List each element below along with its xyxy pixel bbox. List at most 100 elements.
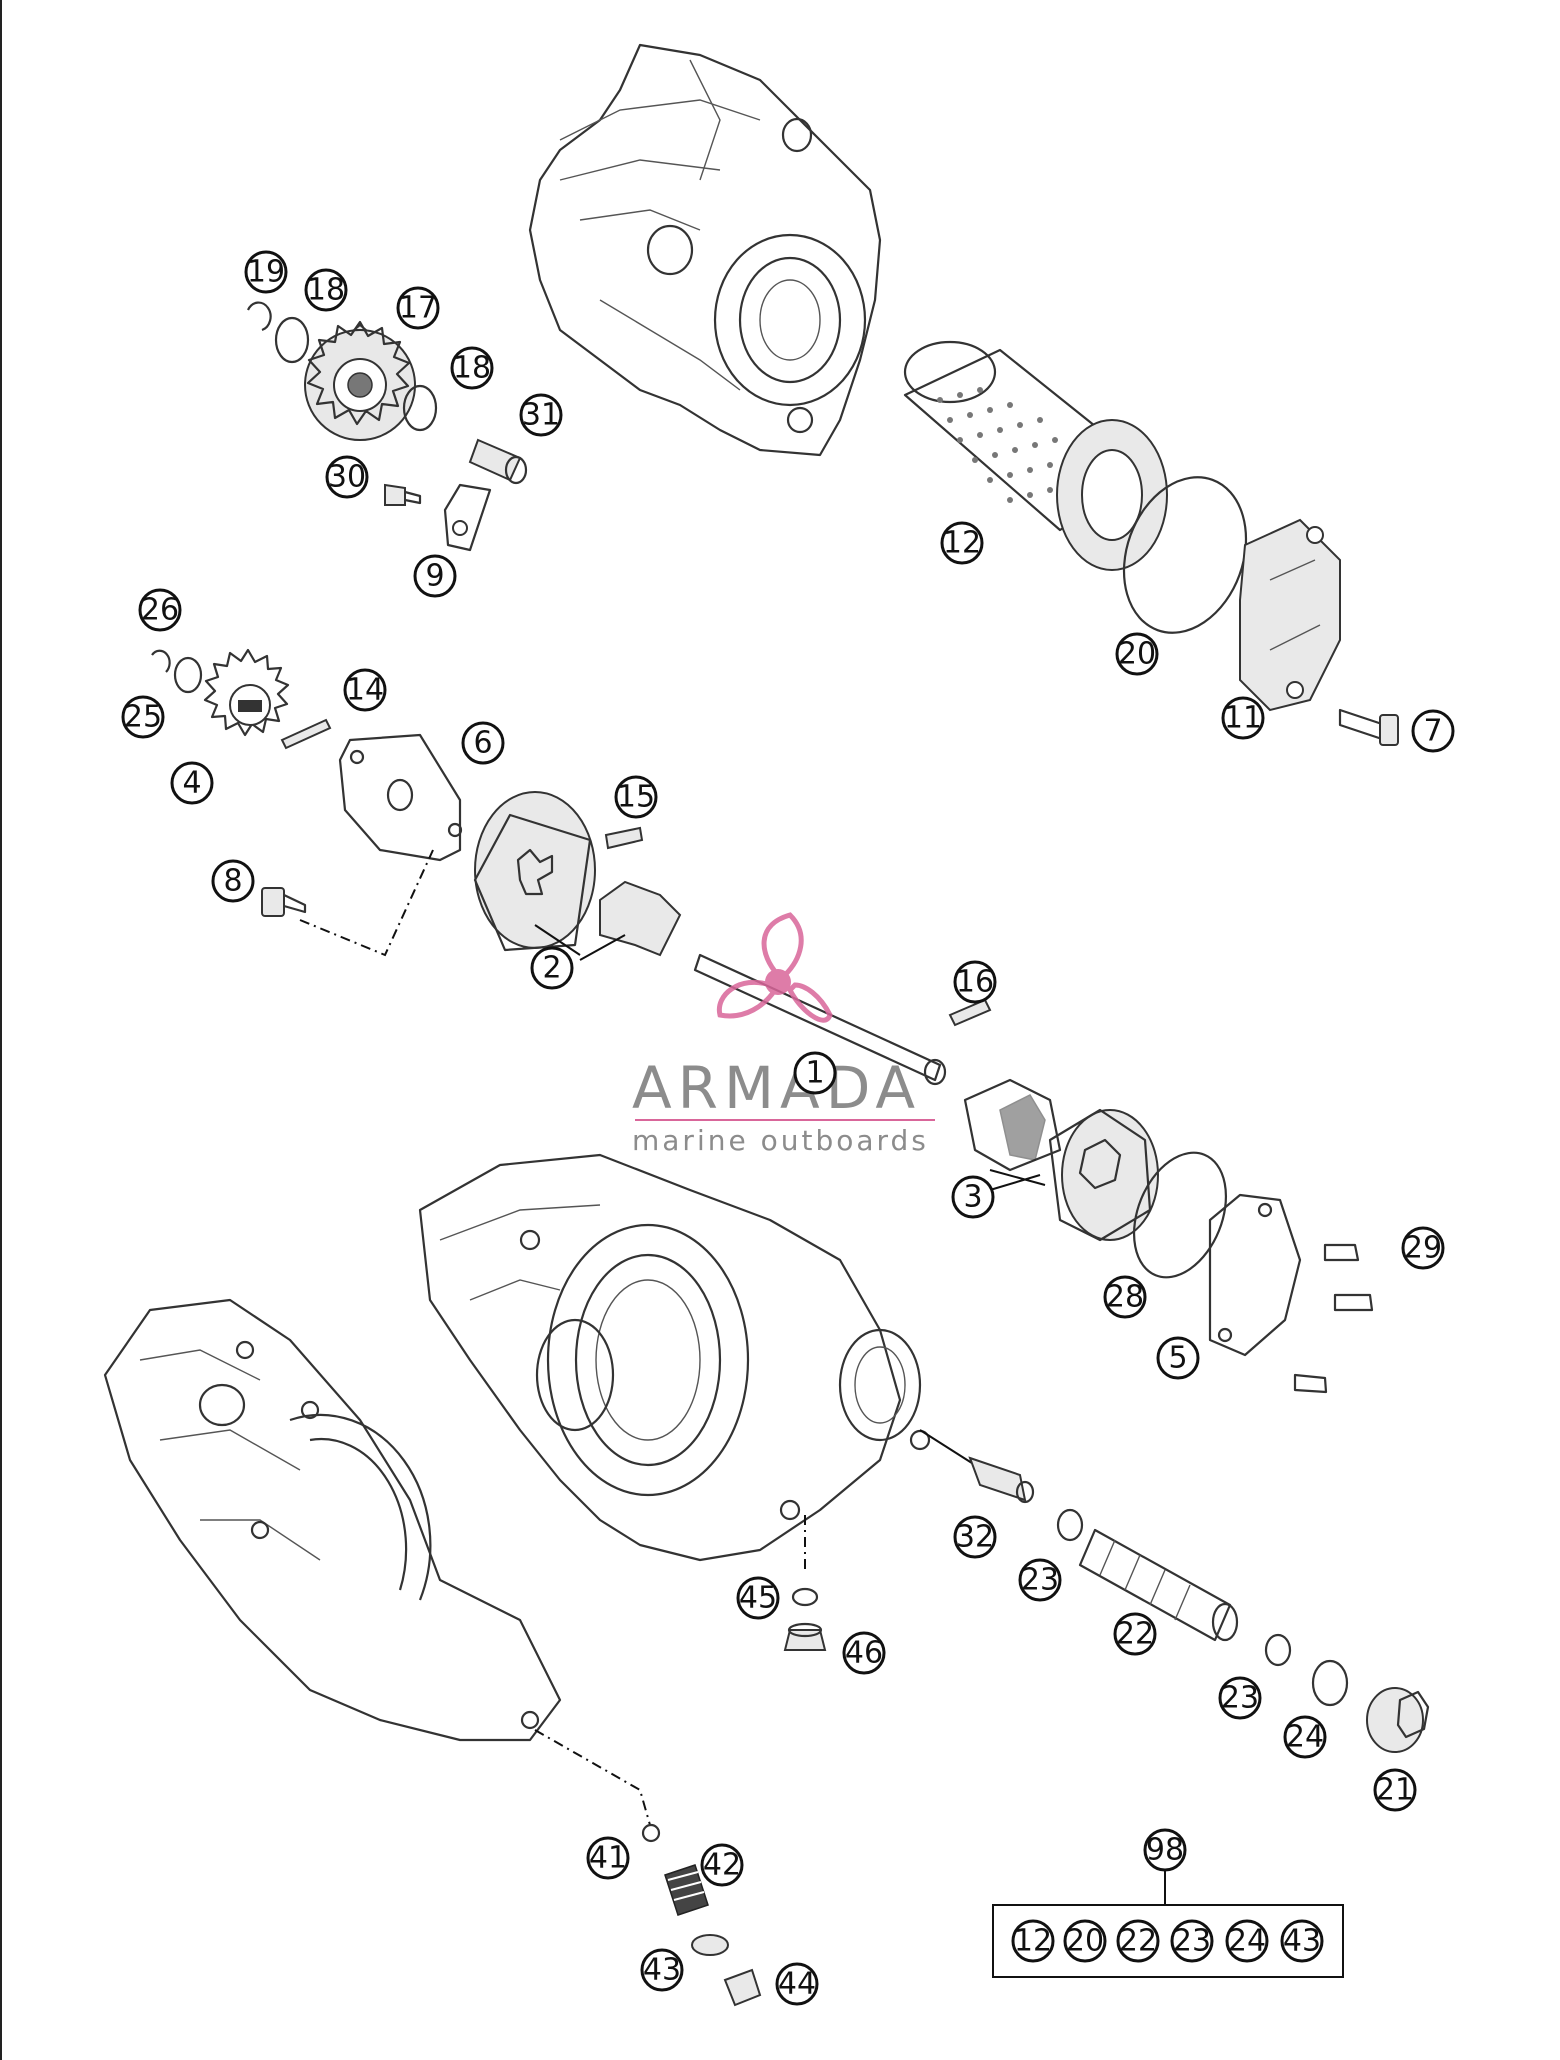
svg-text:43: 43	[643, 1953, 681, 1988]
svg-text:24: 24	[1228, 1924, 1266, 1959]
svg-text:12: 12	[1014, 1924, 1052, 1959]
svg-text:46: 46	[845, 1636, 883, 1671]
pump-cover-5	[1208, 1193, 1302, 1357]
pin-31	[468, 438, 528, 485]
callout-43: 43	[640, 1948, 684, 1992]
callout-45: 45	[736, 1576, 780, 1620]
svg-text:44: 44	[778, 1967, 816, 2002]
pump-gear-4	[203, 648, 290, 737]
callout-16: 16	[953, 960, 997, 1004]
callout-6: 6	[461, 721, 505, 765]
svg-text:22: 22	[1119, 1924, 1157, 1959]
svg-text:42: 42	[703, 1848, 741, 1883]
propeller-logo	[716, 912, 833, 1023]
callout-3: 3	[951, 1175, 995, 1219]
circlip-26	[151, 649, 171, 673]
svg-text:1: 1	[805, 1056, 824, 1091]
kit-item-24: 24	[1225, 1919, 1269, 1963]
callout-14: 14	[343, 668, 387, 712]
callout-8: 8	[211, 859, 255, 903]
svg-text:3: 3	[963, 1180, 982, 1215]
callout-18-top: 18	[304, 268, 348, 312]
oil-filter	[903, 340, 1168, 571]
svg-text:45: 45	[739, 1581, 777, 1616]
watermark-tagline: marine outboards	[632, 1124, 929, 1157]
svg-text:28: 28	[1106, 1280, 1144, 1315]
leader-8-6	[299, 849, 434, 957]
watermark-brand: ARMADA	[632, 1054, 921, 1122]
svg-text:20: 20	[1066, 1924, 1104, 1959]
callout-2: 2	[530, 946, 574, 990]
svg-text:2: 2	[542, 951, 561, 986]
screw-plug-21	[1366, 1687, 1430, 1753]
callout-26: 26	[138, 588, 182, 632]
pump-shaft-1	[693, 953, 947, 1086]
top-crankcase-housing	[528, 43, 882, 457]
callout-18-mid: 18	[450, 346, 494, 390]
svg-text:15: 15	[617, 780, 655, 815]
middle-crankcase	[418, 1153, 931, 1562]
svg-text:7: 7	[1423, 714, 1442, 749]
callout-9: 9	[413, 554, 457, 598]
callout-31: 31	[519, 393, 563, 437]
svg-text:32: 32	[956, 1520, 994, 1555]
washer-18-left	[274, 316, 310, 364]
callout-32: 32	[953, 1515, 997, 1559]
oil-screen-22	[1078, 1528, 1239, 1642]
spring-42	[664, 1864, 709, 1916]
svg-text:21: 21	[1376, 1773, 1414, 1808]
callout-30: 30	[325, 455, 369, 499]
svg-text:31: 31	[522, 398, 560, 433]
svg-text:18: 18	[307, 273, 345, 308]
ball-41	[641, 1823, 661, 1843]
svg-text:23: 23	[1021, 1563, 1059, 1598]
o-ring-23-lower	[1264, 1633, 1292, 1667]
callout-11: 11	[1221, 696, 1265, 740]
callout-46: 46	[842, 1631, 886, 1675]
svg-text:41: 41	[589, 1841, 627, 1876]
callout-23-lower: 23	[1218, 1676, 1262, 1720]
bolts-29	[1293, 1243, 1374, 1394]
pump-rotor-2	[473, 791, 596, 952]
pump-cover-6	[338, 733, 463, 862]
svg-text:25: 25	[124, 700, 162, 735]
svg-text:11: 11	[1224, 701, 1262, 736]
callout-4: 4	[170, 761, 214, 805]
svg-text:5: 5	[1168, 1341, 1187, 1376]
circlip-19	[246, 301, 272, 332]
svg-text:26: 26	[141, 593, 179, 628]
svg-text:4: 4	[182, 766, 201, 801]
callout-98: 98	[1143, 1828, 1187, 1872]
washer-43	[691, 1934, 729, 1956]
svg-text:6: 6	[473, 726, 492, 761]
o-ring-23-upper	[1056, 1508, 1084, 1542]
washer-18-right	[402, 384, 438, 432]
svg-text:24: 24	[1286, 1720, 1324, 1755]
callout-44: 44	[775, 1962, 819, 2006]
callout-42: 42	[700, 1843, 744, 1887]
svg-text:22: 22	[1116, 1617, 1154, 1652]
callout-5: 5	[1156, 1336, 1200, 1380]
callout-22: 22	[1113, 1612, 1157, 1656]
callout-15: 15	[614, 775, 658, 819]
callout-28: 28	[1103, 1275, 1147, 1319]
callout-17: 17	[396, 286, 440, 330]
svg-text:43: 43	[1283, 1924, 1321, 1959]
callout-12: 12	[940, 521, 984, 565]
watermark: ARMADA marine outboards	[632, 912, 935, 1157]
kit-item-43: 43	[1280, 1919, 1324, 1963]
left-crankcase	[103, 1298, 562, 1742]
svg-text:19: 19	[247, 255, 285, 290]
callout-20: 20	[1115, 632, 1159, 676]
svg-text:20: 20	[1118, 637, 1156, 672]
svg-text:8: 8	[223, 864, 242, 899]
callout-25: 25	[121, 695, 165, 739]
drive-gear-17	[304, 320, 416, 441]
pin-16	[948, 998, 992, 1027]
callout-41: 41	[586, 1836, 630, 1880]
pressure-valve-32	[919, 1429, 1035, 1504]
filter-cover-screw	[1338, 708, 1399, 746]
svg-text:12: 12	[943, 526, 981, 561]
o-ring-filter	[1122, 476, 1248, 634]
